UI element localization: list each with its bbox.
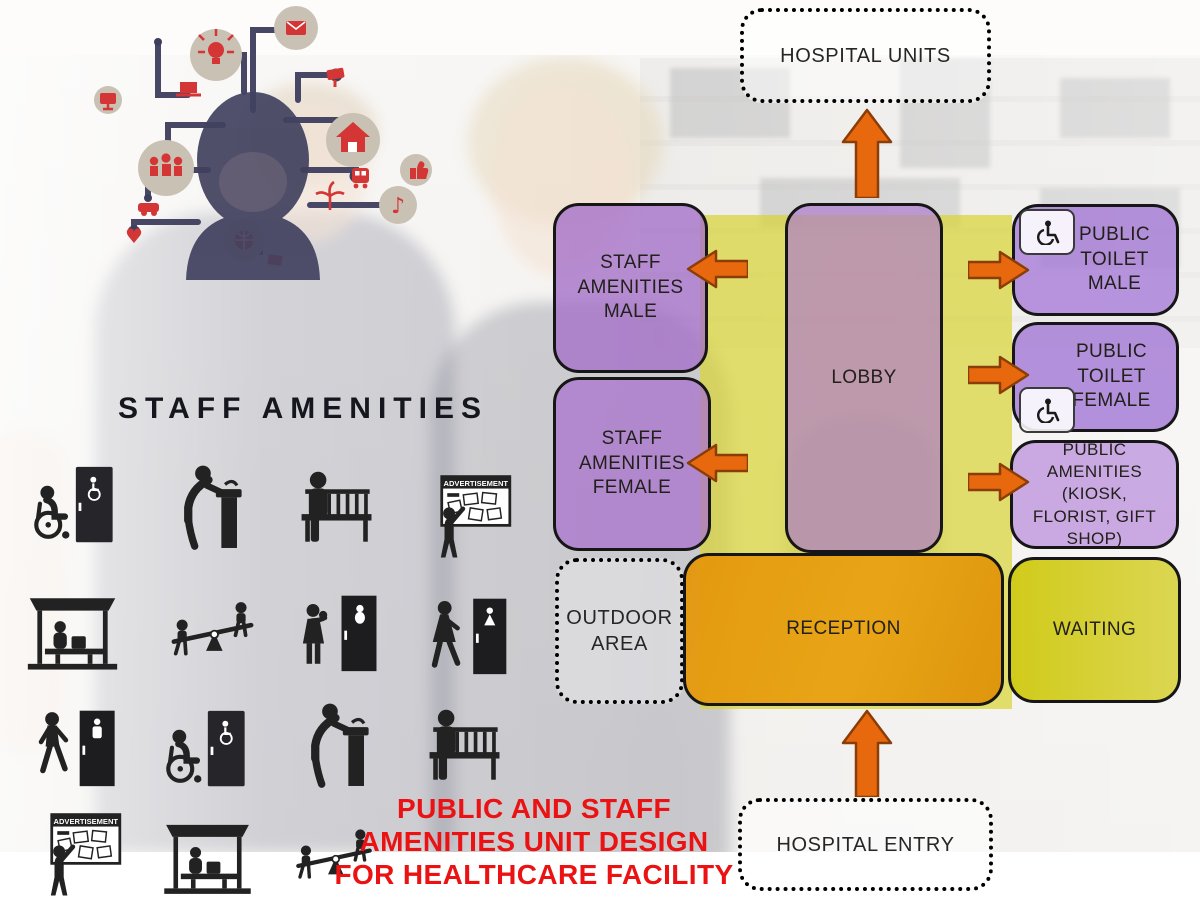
- advertisement-board-icon: [420, 472, 515, 564]
- accessible-toilet-icon: [160, 702, 252, 797]
- arrow-lobby-to-public-toilet-male: [968, 250, 1030, 290]
- accessible-toilet-icon: [28, 458, 120, 553]
- waiting-shelter-icon: [160, 812, 255, 903]
- mindmap-graphic: ♪ ♥: [94, 6, 432, 280]
- node-label: PUBLIC TOILET FEMALE: [1072, 340, 1151, 412]
- title-line-2: AMENITIES UNIT DESIGN: [359, 826, 709, 858]
- node-label: STAFF AMENITIES MALE: [577, 251, 684, 323]
- staff-amenities-headline: STAFF AMENITIES: [118, 392, 488, 425]
- node-label: STAFF AMENITIES FEMALE: [578, 427, 685, 499]
- node-label: HOSPITAL ENTRY: [776, 833, 955, 856]
- node-hospital-entry: HOSPITAL ENTRY: [738, 798, 993, 891]
- bench-seating-icon: [285, 462, 377, 557]
- node-hospital-units: HOSPITAL UNITS: [740, 8, 991, 103]
- node-label: OUTDOOR AREA: [566, 607, 673, 655]
- arrow-lobby-to-public-amenities: [968, 462, 1030, 502]
- drinking-fountain-icon: [168, 460, 260, 555]
- arrow-lobby-to-staff-male: [686, 249, 748, 289]
- svg-text:♥: ♥: [125, 224, 143, 248]
- title-line-1: PUBLIC AND STAFF: [397, 793, 671, 824]
- arrow-hospital-entry-to-reception: [841, 709, 893, 797]
- node-label: PUBLIC AMENITIES (KIOSK, FLORIST, GIFT S…: [1032, 440, 1157, 548]
- bench-seating-icon: [413, 700, 505, 795]
- node-outdoor-area: OUTDOOR AREA: [555, 558, 684, 704]
- node-staff-amenities-male: STAFF AMENITIES MALE: [553, 203, 708, 373]
- node-label: RECEPTION: [786, 618, 901, 640]
- drinking-fountain-icon: [295, 698, 387, 793]
- node-lobby: LOBBY: [785, 203, 943, 553]
- playground-seesaw-icon: [165, 592, 260, 684]
- wheelchair-icon: [1033, 397, 1061, 423]
- node-public-amenities: PUBLIC AMENITIES (KIOSK, FLORIST, GIFT S…: [1010, 440, 1179, 549]
- female-toilet-icon: [418, 588, 510, 683]
- wheelchair-icon: [1033, 219, 1061, 245]
- mindmap-red-icons: ♪ ♥: [100, 21, 429, 266]
- node-label: WAITING: [1052, 618, 1137, 640]
- title-line-3: FOR HEALTHCARE FACILITY: [334, 859, 734, 891]
- wheelchair-accessible-badge: [1019, 387, 1075, 433]
- node-label: LOBBY: [831, 366, 897, 388]
- node-staff-amenities-female: STAFF AMENITIES FEMALE: [553, 377, 711, 551]
- svg-text:♪: ♪: [391, 194, 405, 219]
- waiting-shelter-icon: [25, 585, 120, 680]
- advertisement-board-icon: [30, 810, 125, 902]
- arrow-lobby-to-hospital-units: [841, 108, 893, 198]
- node-label: HOSPITAL UNITS: [780, 44, 951, 67]
- node-label: PUBLIC TOILET MALE: [1078, 223, 1151, 295]
- arrow-lobby-to-staff-female: [686, 443, 748, 483]
- wheelchair-accessible-badge: [1019, 209, 1075, 255]
- male-toilet-icon: [30, 700, 122, 795]
- baby-change-room-icon: [290, 585, 382, 680]
- node-reception: RECEPTION: [683, 553, 1004, 706]
- node-waiting: WAITING: [1008, 557, 1181, 703]
- node-public-toilet-male: PUBLIC TOILET MALE: [1012, 204, 1179, 316]
- person-silhouette: [186, 92, 320, 280]
- arrow-lobby-to-public-toilet-female: [968, 355, 1030, 395]
- slide-title: PUBLIC AND STAFF AMENITIES UNIT DESIGN F…: [330, 792, 738, 891]
